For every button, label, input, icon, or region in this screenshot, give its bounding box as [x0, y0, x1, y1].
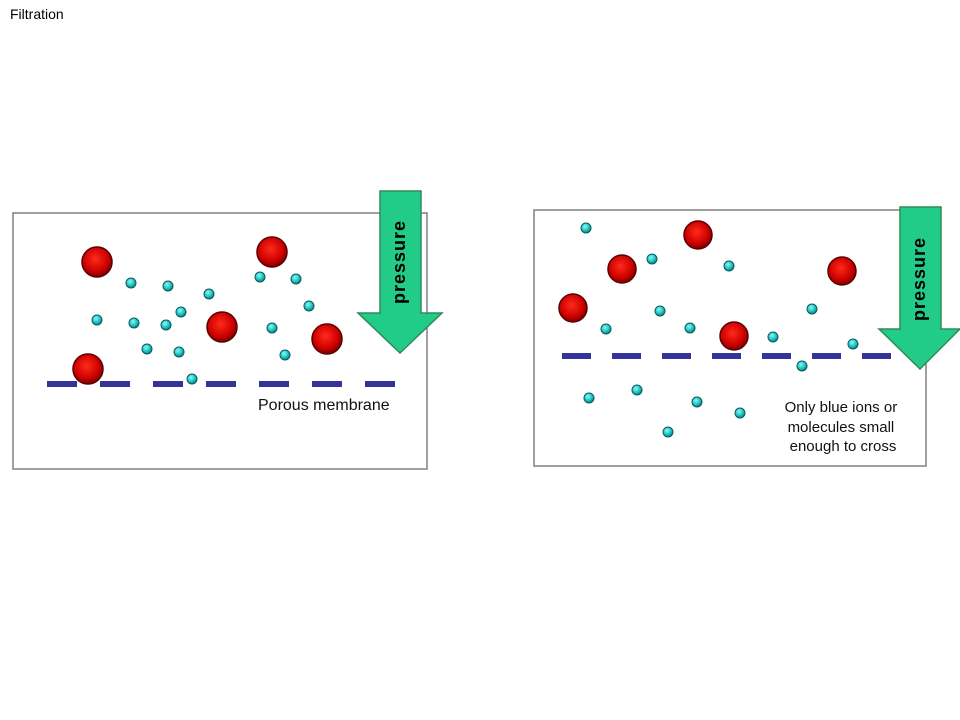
small-particle — [162, 280, 174, 292]
small-particle — [266, 322, 278, 334]
large-particle — [827, 256, 857, 286]
right-pressure-label: pressure — [909, 237, 929, 321]
small-particle — [254, 271, 266, 283]
small-particle — [583, 392, 595, 404]
small-particle — [662, 426, 674, 438]
small-particle — [128, 317, 140, 329]
large-particle — [607, 254, 637, 284]
small-particle — [91, 314, 103, 326]
small-particle — [723, 260, 735, 272]
slide-title: Filtration — [10, 6, 64, 22]
caption-line-3: enough to cross — [790, 438, 897, 455]
small-particle — [847, 338, 859, 350]
large-particle — [72, 353, 104, 385]
large-particle — [311, 323, 343, 355]
left-panel: Porous membrane pressure — [12, 190, 444, 470]
large-particle — [683, 220, 713, 250]
right-large-particles — [558, 220, 857, 351]
small-particle — [173, 346, 185, 358]
small-particle — [160, 319, 172, 331]
large-particle — [81, 246, 113, 278]
right-caption: Only blue ions or molecules small enough… — [785, 399, 902, 455]
small-particle — [600, 323, 612, 335]
small-particle — [580, 222, 592, 234]
caption-line-1: Only blue ions or — [785, 399, 898, 416]
caption-line-2: molecules small — [788, 419, 895, 436]
large-particle — [558, 293, 588, 323]
small-particle — [796, 360, 808, 372]
small-particle — [141, 343, 153, 355]
small-particle — [767, 331, 779, 343]
down-arrow-icon — [877, 206, 960, 371]
left-pressure-arrow: pressure — [356, 190, 444, 355]
small-particle — [806, 303, 818, 315]
membrane-label: Porous membrane — [258, 397, 390, 414]
small-particle — [186, 373, 198, 385]
large-particle — [256, 236, 288, 268]
right-small-particles — [580, 222, 859, 438]
small-particle — [734, 407, 746, 419]
small-particle — [654, 305, 666, 317]
small-particle — [175, 306, 187, 318]
small-particle — [279, 349, 291, 361]
right-panel: Only blue ions or molecules small enough… — [533, 206, 960, 467]
small-particle — [631, 384, 643, 396]
small-particle — [646, 253, 658, 265]
left-large-particles — [72, 236, 343, 385]
right-pressure-arrow: pressure — [877, 206, 960, 371]
small-particle — [691, 396, 703, 408]
down-arrow-icon — [356, 190, 444, 355]
left-pressure-label: pressure — [389, 220, 409, 304]
small-particle — [203, 288, 215, 300]
small-particle — [125, 277, 137, 289]
large-particle — [719, 321, 749, 351]
large-particle — [206, 311, 238, 343]
small-particle — [684, 322, 696, 334]
small-particle — [303, 300, 315, 312]
small-particle — [290, 273, 302, 285]
left-small-particles — [91, 271, 315, 385]
